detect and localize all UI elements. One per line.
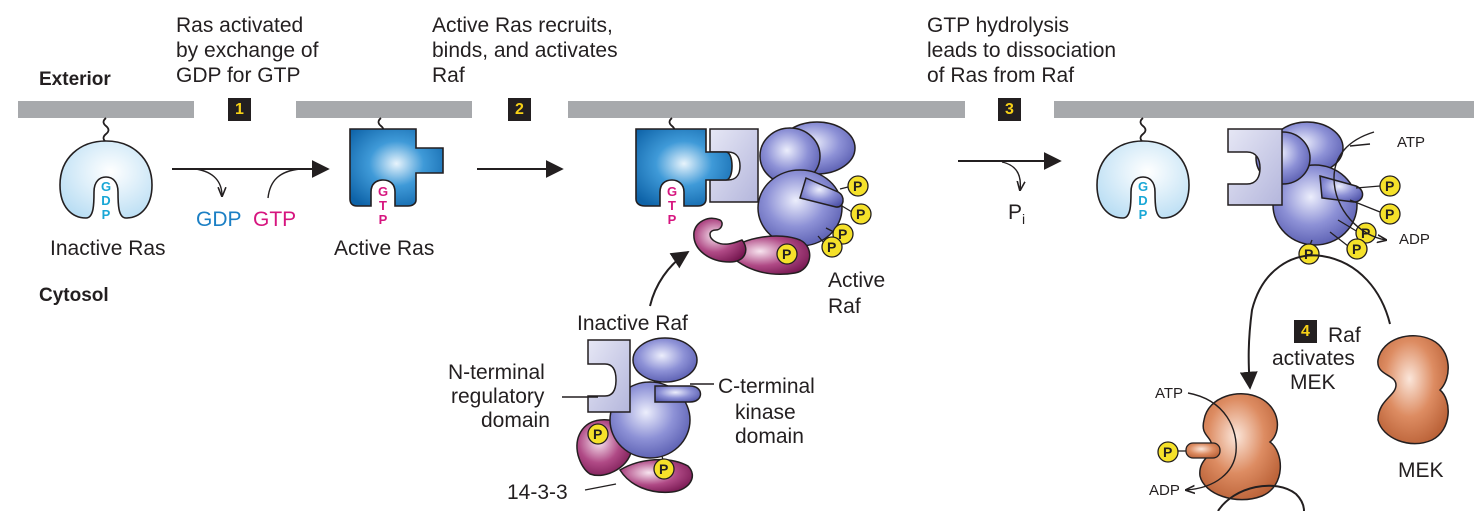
- inactive-mek-protein: [1377, 335, 1449, 445]
- step-caption-line: activates: [1272, 347, 1355, 370]
- pi-subscript: i: [1022, 211, 1026, 228]
- phosphate-letter: P: [1352, 241, 1362, 257]
- phosphate-groups: [587, 175, 1401, 480]
- atp-label-raf: ATP: [1397, 134, 1426, 151]
- raf-bound-ras-protein: [635, 128, 733, 207]
- phosphate-letter: P: [1304, 246, 1314, 262]
- phosphate-marker: [1379, 203, 1401, 225]
- phosphate-marker: [1379, 175, 1401, 197]
- step-caption-line: MEK: [1290, 371, 1336, 394]
- step-1-badge: 1: [228, 98, 251, 121]
- step-2-badge: 2: [508, 98, 531, 121]
- phosphate-marker: [847, 175, 869, 197]
- phosphate-letter: P: [856, 206, 866, 222]
- phosphate-letter: P: [838, 226, 848, 242]
- pi-main: P: [1008, 201, 1023, 224]
- released-raf-complex: [1227, 121, 1364, 246]
- nucleotide-letter: G: [1137, 179, 1149, 194]
- step-caption-line: leads to dissociation: [927, 39, 1117, 62]
- n-terminal-label-line3: domain: [481, 409, 550, 432]
- nucleotide-letter: G: [377, 184, 389, 199]
- inactive-ras-label: Inactive Ras: [50, 237, 166, 260]
- phosphate-letter: P: [659, 461, 669, 477]
- step-caption-line: Raf: [432, 64, 465, 87]
- nucleotide-letter: T: [668, 198, 676, 213]
- leader-lines: [562, 143, 1371, 491]
- phosphate-letter: P: [1163, 444, 1173, 460]
- released-ras-protein: [1096, 140, 1190, 219]
- phosphate-marker: [587, 423, 609, 445]
- phosphate-marker: [653, 458, 675, 480]
- exterior-label: Exterior: [39, 69, 111, 90]
- phosphate-letter: P: [1361, 225, 1371, 241]
- gtp-label: GTP: [253, 208, 297, 231]
- step-caption-line: GTP hydrolysis: [927, 14, 1069, 37]
- nucleotide-letter: D: [101, 193, 111, 208]
- nucleotide-letter: P: [667, 212, 677, 227]
- atp-label-mek: ATP: [1155, 385, 1184, 402]
- adp-label-raf: ADP: [1399, 231, 1430, 248]
- step-4-badge: 4: [1294, 320, 1317, 343]
- phosphate-pi-label: Pi: [1008, 200, 1025, 232]
- gdp-label: GDP: [196, 208, 242, 231]
- active-raf-label-line2: Raf: [828, 295, 861, 318]
- phosphate-marker: [850, 203, 872, 225]
- step-caption-line: Ras activated: [176, 14, 304, 37]
- step-caption-line: Active Ras recruits,: [432, 14, 613, 37]
- step-caption-line: GDP for GTP: [176, 64, 301, 87]
- inactive-raf-complex: [576, 337, 702, 494]
- step-3-badge: 3: [998, 98, 1021, 121]
- nucleotide-letter: P: [378, 212, 388, 227]
- cytosol-label: Cytosol: [39, 285, 109, 306]
- plasma-membrane: [18, 101, 1474, 118]
- nucleotide-letter: P: [101, 207, 111, 222]
- nucleotide-letter: T: [379, 198, 387, 213]
- mek-label: MEK: [1398, 459, 1444, 482]
- phosphate-letter: P: [1385, 178, 1395, 194]
- phosphate-marker: [1298, 243, 1320, 265]
- phosphate-letter: P: [593, 426, 603, 442]
- c-terminal-label-line3: domain: [735, 425, 804, 448]
- adp-label-mek: ADP: [1149, 482, 1180, 499]
- nucleotide-letter: G: [666, 184, 678, 199]
- nucleotide-letter: D: [1138, 193, 1148, 208]
- phosphate-letter: P: [827, 239, 837, 255]
- inactive-raf-label: Inactive Raf: [577, 312, 688, 335]
- phosphate-marker: [1157, 441, 1179, 463]
- step-caption-line: binds, and activates: [432, 39, 618, 62]
- active-ras-label: Active Ras: [334, 237, 435, 260]
- n-terminal-label-line1: N-terminal: [448, 361, 545, 384]
- step-caption-line: by exchange of: [176, 39, 319, 62]
- nucleotide-letter: P: [1138, 207, 1148, 222]
- n-terminal-label-line2: regulatory: [451, 385, 545, 408]
- 14-3-3-label: 14-3-3: [507, 481, 568, 504]
- lipid-anchors: [102, 117, 1147, 143]
- reaction-arrows: [172, 131, 1391, 511]
- phosphate-letter: P: [853, 178, 863, 194]
- phosphate-letter: P: [1385, 206, 1395, 222]
- active-raf-label-line1: Active: [828, 269, 886, 292]
- phosphate-letter: P: [782, 246, 792, 262]
- active-raf-complex: [693, 121, 856, 276]
- phosphorylated-mek-protein: [1185, 393, 1282, 501]
- phosphate-marker: [776, 243, 798, 265]
- inactive-ras-protein: [59, 140, 153, 219]
- c-terminal-label-line1: C-terminal: [718, 375, 815, 398]
- step-caption-line: Raf: [1328, 324, 1361, 347]
- step-caption-line: of Ras from Raf: [927, 64, 1075, 87]
- c-terminal-label-line2: kinase: [735, 401, 796, 424]
- active-ras-protein: [349, 128, 444, 207]
- phosphate-marker: [1346, 238, 1368, 260]
- nucleotide-letter: G: [100, 179, 112, 194]
- phosphate-marker: [821, 236, 843, 258]
